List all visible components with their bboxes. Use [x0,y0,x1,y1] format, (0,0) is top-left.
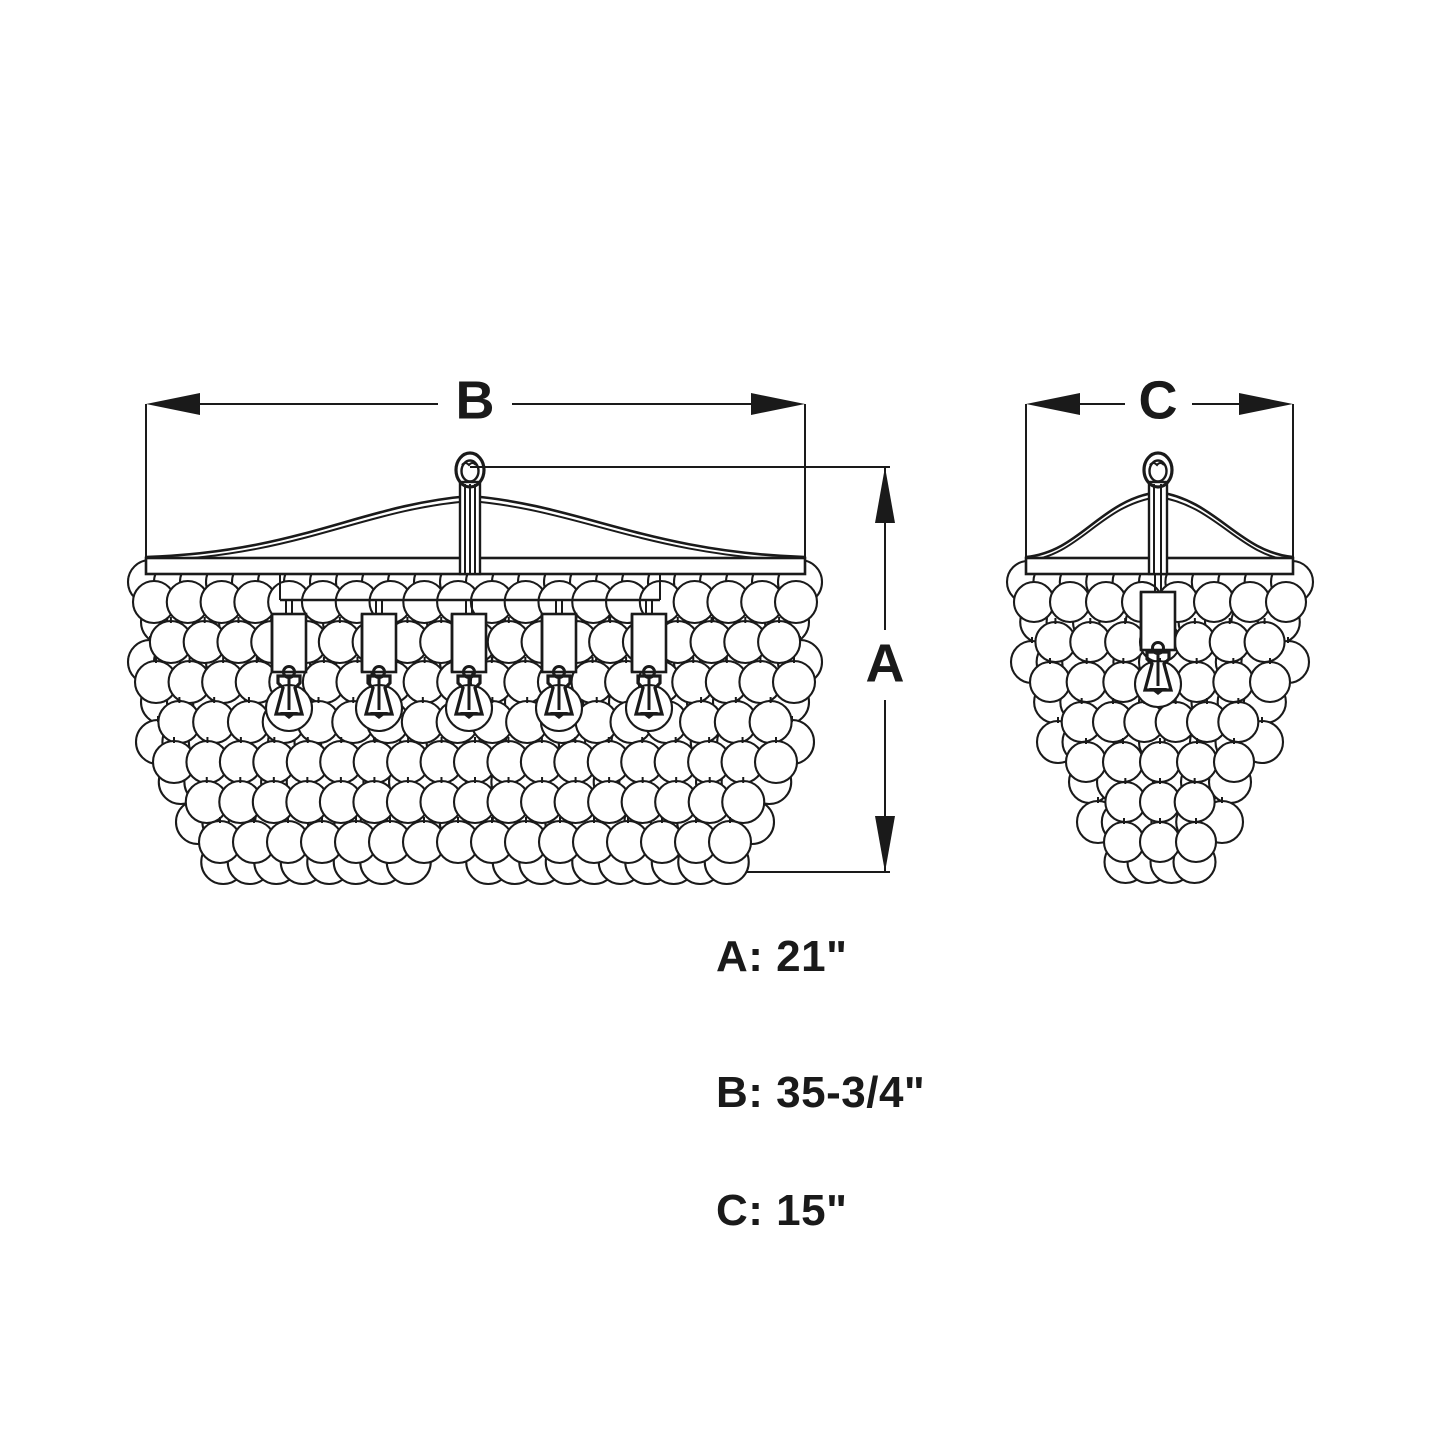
dimension-b-group: B [145,370,806,560]
front-view-fixture [126,451,824,886]
lamp-1-socket [270,612,308,674]
bead [1012,580,1056,624]
bead [721,779,766,825]
front-socket-bar [279,574,661,602]
bead [1212,740,1256,784]
bead [1101,740,1145,784]
lamp-3 [444,600,494,733]
front-lamp-row [264,600,674,733]
lamp-5 [624,600,674,733]
lamp-4 [534,600,584,733]
b-arrow-left [146,393,200,415]
lamp-4-socket [540,612,578,674]
bead [1138,820,1182,864]
bead [757,619,802,665]
c-arrow-right [1239,393,1293,415]
bead [1264,580,1308,624]
lamp-3-socket [450,612,488,674]
bead [1048,580,1092,624]
bead [1064,740,1108,784]
side-lamp [1133,574,1183,709]
dimension-label-c: C [1139,370,1178,430]
bead [1217,700,1260,744]
spec-line-c: C: 15" [716,1186,848,1235]
bead [707,819,753,865]
bead [1175,740,1219,784]
spec-line-a: A: 21" [716,932,848,981]
bead [1212,660,1255,704]
bead [1175,660,1218,704]
bead [748,699,793,745]
bead [1192,580,1236,624]
bead [1174,820,1218,864]
spec-line-b: B: 35-3/4" [716,1068,926,1117]
bead [1065,660,1108,704]
bead [753,739,799,785]
bead [1102,820,1146,864]
bead [1173,780,1216,824]
bead [773,579,819,625]
side-view-fixture [1005,451,1315,885]
bead [1243,620,1286,664]
hanging-hook-icon [454,451,486,489]
a-arrow-bottom [875,816,895,872]
dimension-c-group: C [1025,370,1294,560]
c-arrow-left [1026,393,1080,415]
front-hanging-stem [454,451,486,576]
lamp-1 [264,600,314,733]
dimension-label-a: A [866,633,905,693]
b-arrow-right [751,393,805,415]
lamp-2-socket [360,612,398,674]
bead [1084,580,1128,624]
a-arrow-top [875,467,895,523]
bead [1028,660,1072,704]
lamp-2 [354,600,404,733]
side-hanging-hook-icon [1142,451,1174,489]
bead [1138,740,1182,784]
bead [1228,580,1272,624]
bead [771,659,817,705]
side-stem-tube [1147,480,1169,576]
dimension-label-b: B [456,370,495,430]
side-hanging-stem [1142,451,1174,576]
lamp-5-socket [630,612,668,674]
bead [1248,660,1292,704]
